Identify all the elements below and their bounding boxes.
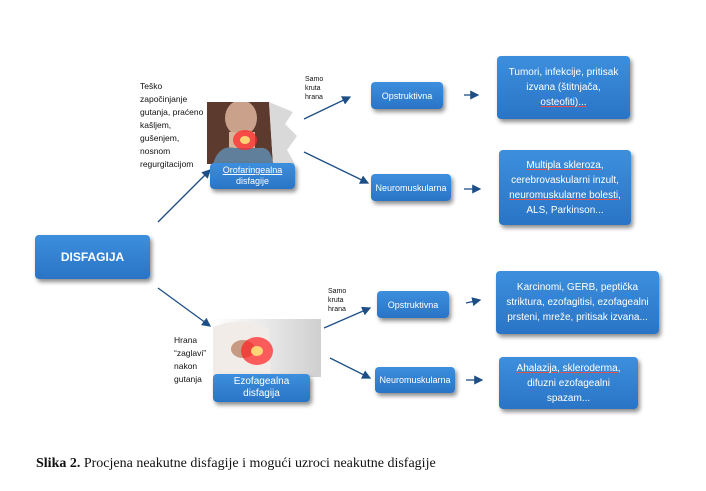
- ezo-obstruktivna-label: Opstruktivna: [387, 299, 439, 310]
- note-line: gušenjem,: [140, 133, 180, 143]
- cause-line: difuzni ezofagealni spazam...: [527, 377, 610, 404]
- ezo-obstruktivna-causes-box: Karcinomi, GERB, peptička striktura, ezo…: [496, 271, 659, 334]
- cause-line: prsteni, mreže, pritisak izvana...: [507, 312, 648, 323]
- cause-line: Karcinomi, GERB, peptička: [516, 282, 639, 293]
- ezofagealna-label-line2: disfagija: [243, 388, 280, 399]
- oro-neuromuskularna-box: Neuromuskularna: [371, 174, 451, 201]
- arrow-ezo-to-obstruktivna: [323, 306, 372, 329]
- ezofagealna-disfagija-box: Ezofagealna disfagija: [213, 374, 310, 402]
- cause-line: osteofiti)...: [540, 97, 587, 108]
- root-label: DISFAGIJA: [60, 250, 125, 264]
- note-line: Samo: [328, 288, 347, 295]
- arrow-ezo-to-neuromuskularna: [329, 357, 372, 379]
- ezofagealna-symptom-note: Hrana “zaglavi” nakon gutanja: [174, 334, 206, 386]
- cause-line: striktura, ezofagitisi, ezofagealni: [506, 297, 649, 308]
- note-line: Hrana: [174, 335, 198, 345]
- note-line: hrana: [305, 94, 323, 101]
- arrow-root-to-orofaringealna: [157, 169, 211, 223]
- note-line: gutanja, praćeno: [140, 107, 204, 117]
- note-line: Teško: [140, 81, 163, 91]
- cause-line: Ahalazija, skleroderma,: [516, 362, 621, 374]
- oro-obstruktivna-box: Opstruktivna: [371, 82, 443, 109]
- note-line: započinjanje: [140, 94, 188, 104]
- note-line: “zaglavi”: [174, 348, 207, 358]
- orofaringealna-disfagija-box: Orofaringealna disfagije: [210, 163, 295, 189]
- cause-line: neuromuskularne bolesti,: [509, 189, 621, 201]
- cause-line: Tumori, infekcije, pritisak: [508, 67, 619, 78]
- cause-line: ALS, Parkinson...: [526, 204, 604, 216]
- note-line: kruta: [305, 85, 321, 92]
- note-line: regurgitacijom: [140, 159, 194, 169]
- orofaringealna-label-line2: disfagije: [235, 176, 270, 186]
- chest-pain-photo: [213, 319, 321, 377]
- ezofagealna-label-line1: Ezofagealna: [233, 376, 290, 387]
- orofaringealna-label-line1: Orofaringealna: [222, 165, 283, 175]
- cause-line: cerebrovaskularni inzult,: [511, 174, 619, 186]
- note-line: kašljem,: [140, 120, 172, 130]
- ezo-solid-food-note: Samo kruta hrana: [328, 287, 346, 314]
- ezo-neuromuskularna-causes-box: Ahalazija, skleroderma, difuzni ezofagea…: [499, 357, 638, 409]
- root-disfagija-box: DISFAGIJA: [35, 235, 150, 279]
- oro-solid-food-note: Samo kruta hrana: [305, 75, 323, 102]
- throat-pain-photo: [207, 102, 297, 164]
- figure-caption: Slika 2. Procjena neakutne disfagije i m…: [36, 456, 436, 472]
- note-line: kruta: [328, 297, 344, 304]
- note-line: gutanja: [174, 374, 202, 384]
- caption-prefix: Slika 2.: [36, 456, 81, 471]
- caption-text: Procjena neakutne disfagije i mogući uzr…: [80, 456, 436, 471]
- ezo-neuromuskularna-label: Neuromuskularna: [379, 375, 451, 385]
- oro-neuromuskularna-label: Neuromuskularna: [375, 182, 447, 193]
- arrow-oro-to-neuromuskularna: [303, 151, 370, 184]
- oro-obstruktivna-label: Opstruktivna: [381, 90, 433, 101]
- arrow-oro-to-obstruktivna: [303, 96, 352, 120]
- arrow-root-to-ezofagealna: [157, 287, 212, 327]
- note-line: hrana: [328, 306, 346, 313]
- ezo-neuromuskularna-box: Neuromuskularna: [375, 367, 455, 393]
- oro-neuromuskularna-causes-box: Multipla skleroza, cerebrovaskularni inz…: [499, 150, 631, 225]
- cause-line: Multipla skleroza,: [526, 159, 604, 171]
- ezo-obstruktivna-box: Opstruktivna: [377, 291, 449, 318]
- orofaringealna-symptom-note: Teško započinjanje gutanja, praćeno kašl…: [140, 80, 203, 171]
- note-line: nosnom: [140, 146, 171, 156]
- note-line: nakon: [174, 361, 198, 371]
- arrow-ezo-obs-to-causes: [465, 297, 482, 307]
- note-line: Samo: [305, 76, 324, 83]
- cause-line: izvana (štitnjača,: [526, 82, 601, 93]
- oro-obstruktivna-causes-box: Tumori, infekcije, pritisak izvana (štit…: [497, 56, 630, 119]
